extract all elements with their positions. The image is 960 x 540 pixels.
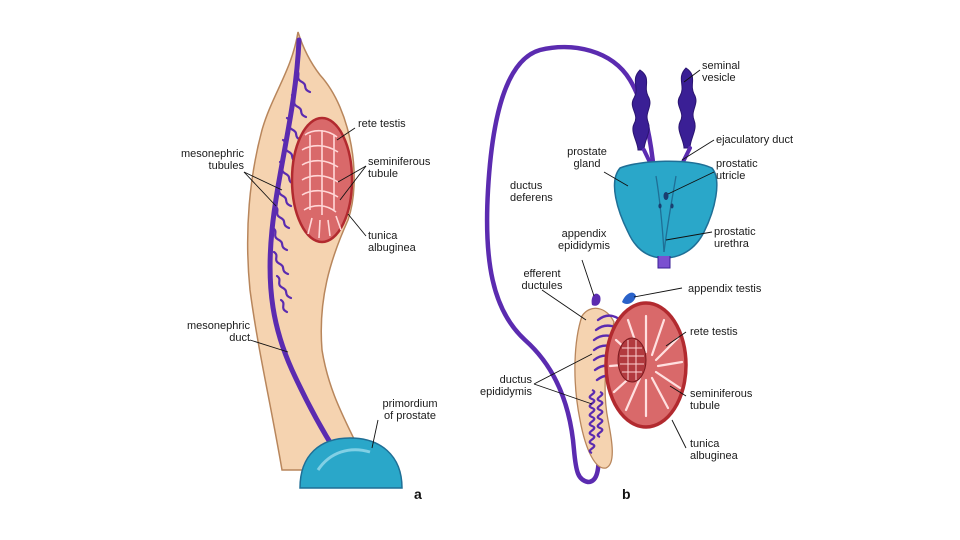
epididymis — [574, 307, 615, 469]
label-rete-testis-a: rete testis — [358, 118, 406, 130]
panel-a-drawing — [243, 31, 403, 489]
panel-a-leader-lines — [243, 127, 379, 449]
appendix-epididymis — [591, 293, 601, 306]
mesonephric-duct — [267, 37, 339, 455]
rete-testis — [617, 337, 647, 383]
panel-letter-a: a — [414, 486, 422, 502]
label-prostatic-urethra: prostatic urethra — [714, 226, 756, 250]
label-ductus-epididymis: ductus epididymis — [480, 374, 532, 398]
label-seminiferous-tubule-a: seminiferous tubule — [368, 156, 431, 180]
primitive-rete-network — [301, 129, 339, 215]
panel-letter-b: b — [622, 486, 631, 502]
ejaculatory-ducts — [655, 175, 677, 253]
label-appendix-epididymis: appendix epididymis — [558, 228, 610, 252]
prostatic-utricle — [663, 192, 669, 200]
label-appendix-testis: appendix testis — [688, 283, 762, 295]
label-prostate-gland: prostate gland — [567, 146, 607, 170]
primordium-of-prostate — [299, 437, 403, 489]
label-seminal-vesicle: seminal vesicle — [702, 60, 740, 84]
prostatic-urethra — [657, 256, 671, 269]
label-efferent-ductules: efferent ductules — [521, 268, 563, 292]
label-primordium-of-prostate: primordium of prostate — [382, 398, 438, 422]
label-tunica-albuginea-a: tunica albuginea — [368, 230, 416, 254]
appendix-testis — [622, 292, 636, 304]
label-mesonephric-duct: mesonephric duct — [187, 320, 250, 344]
prostate-gland — [613, 160, 718, 259]
label-mesonephric-tubules: mesonephric tubules — [181, 148, 244, 172]
label-tunica-albuginea-b: tunica albuginea — [690, 438, 738, 462]
primitive-seminiferous-cords — [307, 215, 342, 239]
mesonephric-tubules — [271, 68, 312, 314]
seminiferous-tubules — [608, 314, 684, 418]
seminal-vesicle-right — [677, 67, 697, 149]
label-ductus-deferens: ductus deferens — [510, 180, 553, 204]
ductus-deferens — [484, 44, 657, 485]
seminal-vesicle-left — [631, 69, 651, 151]
label-ejaculatory-duct: ejaculatory duct — [716, 134, 794, 146]
label-prostatic-utricle: prostatic utricle — [716, 158, 758, 182]
label-rete-testis-b: rete testis — [690, 326, 738, 338]
label-seminiferous-tubule-b: seminiferous tubule — [690, 388, 753, 412]
panel-b-drawing — [484, 44, 718, 485]
panel-b-leader-lines — [533, 69, 715, 449]
ductus-epididymis-coils — [588, 388, 604, 455]
